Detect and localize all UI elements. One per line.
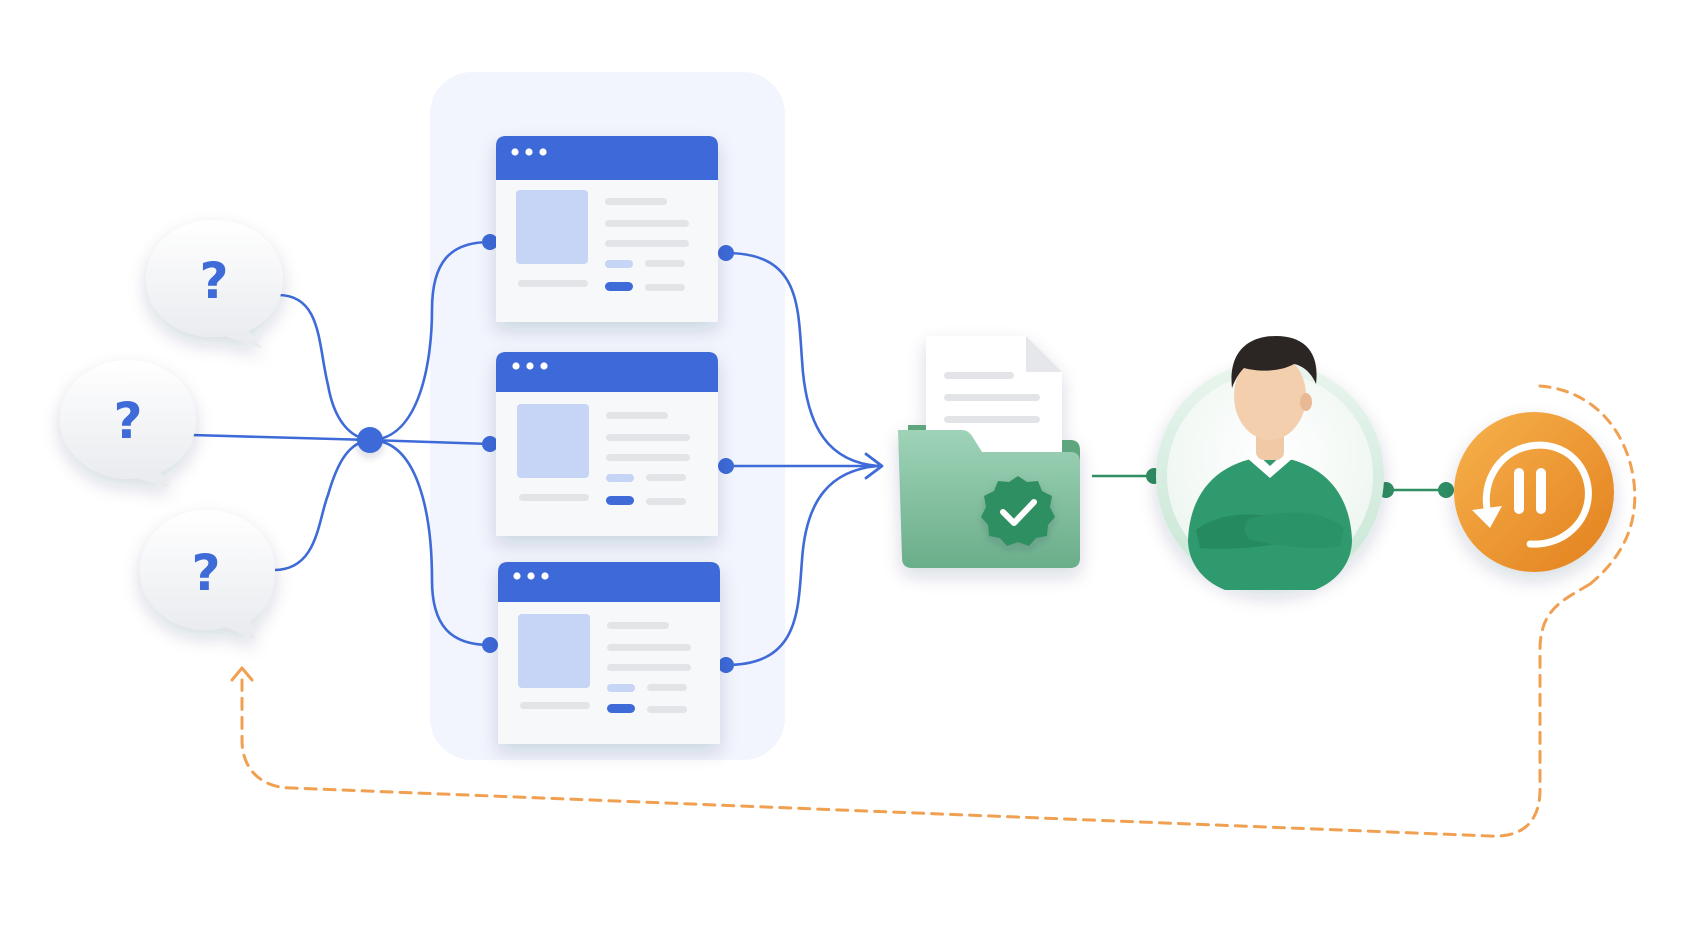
question-bubble-2 — [60, 360, 196, 488]
connector-hub-window3 — [368, 438, 492, 647]
dot-window1-right — [718, 245, 734, 261]
question-bubble-1 — [146, 220, 283, 348]
window-2-chip-1 — [606, 474, 634, 482]
document-fold — [1026, 336, 1062, 372]
browser-window-3 — [498, 562, 720, 744]
connector-hub-window2 — [368, 438, 492, 446]
blue-connectors — [190, 240, 880, 667]
dot-window2-left — [482, 436, 498, 452]
question-bubble-3 — [140, 510, 275, 640]
window-3-dot-3 — [541, 572, 549, 580]
connector-bubble2-hub — [190, 433, 372, 442]
window-3-line-3 — [607, 664, 691, 671]
connector-bubble3-hub — [272, 438, 372, 572]
document-line-3 — [944, 416, 1040, 423]
window-2-line-4 — [646, 474, 686, 481]
replay-arrow-arc — [1482, 441, 1592, 548]
feedback-arrowhead — [230, 666, 254, 682]
document-line-1 — [944, 372, 1014, 379]
dot-window1-left — [482, 234, 498, 250]
window-1-line-3 — [605, 240, 689, 247]
window-1-line-6 — [645, 284, 685, 291]
window-1-line-4 — [645, 260, 685, 267]
person-avatar-icon — [1156, 336, 1384, 590]
connector-bubble1-hub — [276, 293, 372, 442]
pause-replay-icon — [1454, 412, 1614, 572]
window-3-line-6 — [647, 706, 687, 713]
question-mark-1: ? — [199, 252, 228, 310]
document-line-2 — [944, 394, 1040, 401]
window-2-image-block — [517, 404, 589, 478]
avatar-ear — [1300, 393, 1312, 411]
window-3-image-block — [518, 614, 590, 688]
connector-window3-folder — [724, 464, 880, 667]
avatar-hair — [1231, 336, 1317, 388]
window-3-line-4 — [647, 684, 687, 691]
window-2-dot-3 — [540, 362, 548, 370]
window-1-image-block — [516, 190, 588, 264]
window-1-content — [511, 148, 689, 291]
avatar-collar — [1247, 452, 1293, 478]
dot-window3-right — [718, 657, 734, 673]
connector-window1-folder — [724, 251, 880, 468]
window-2-line-1 — [606, 412, 668, 419]
pause-bar-left — [1514, 468, 1524, 514]
avatar-arm-right — [1244, 512, 1344, 548]
dot-window2-right — [718, 458, 734, 474]
window-3-chip-1 — [607, 684, 635, 692]
window-1-dot-3 — [539, 148, 547, 156]
window-1-chip-2 — [605, 282, 633, 291]
window-1-dot-1 — [511, 148, 519, 156]
window-2-chip-2 — [606, 496, 634, 505]
window-2-line-5 — [519, 494, 589, 501]
window-3-content — [513, 572, 691, 713]
window-3-line-5 — [520, 702, 590, 709]
window-3-line-1 — [607, 622, 669, 629]
window-2-dot-2 — [526, 362, 534, 370]
feedback-loop-dashed — [240, 582, 1592, 838]
window-2-line-3 — [606, 454, 690, 461]
pause-bar-right — [1536, 468, 1546, 514]
window-1-dot-2 — [525, 148, 533, 156]
window-1-line-5 — [518, 280, 588, 287]
window-2-line-6 — [646, 498, 686, 505]
replay-arrow-head — [1472, 506, 1502, 528]
window-3-line-2 — [607, 644, 691, 651]
window-1-line-1 — [605, 198, 667, 205]
arrowhead-to-folder — [864, 452, 884, 480]
window-3-dot-2 — [527, 572, 535, 580]
dot-window3-left — [482, 637, 498, 653]
window-3-chip-2 — [607, 704, 635, 713]
question-mark-2: ? — [113, 392, 142, 450]
connector-hub-window1 — [368, 240, 492, 442]
window-2-dot-1 — [512, 362, 520, 370]
window-1-chip-1 — [605, 260, 633, 268]
window-3-dot-1 — [513, 572, 521, 580]
window-2-line-2 — [606, 434, 690, 441]
window-1-line-2 — [605, 220, 689, 227]
check-badge-icon — [981, 476, 1055, 546]
question-mark-3: ? — [191, 544, 220, 602]
window-connector-dots — [482, 234, 734, 673]
avatar-head — [1234, 352, 1306, 440]
hub-node — [357, 427, 383, 453]
window-2-content — [512, 362, 690, 505]
dot-pause-left — [1438, 482, 1454, 498]
